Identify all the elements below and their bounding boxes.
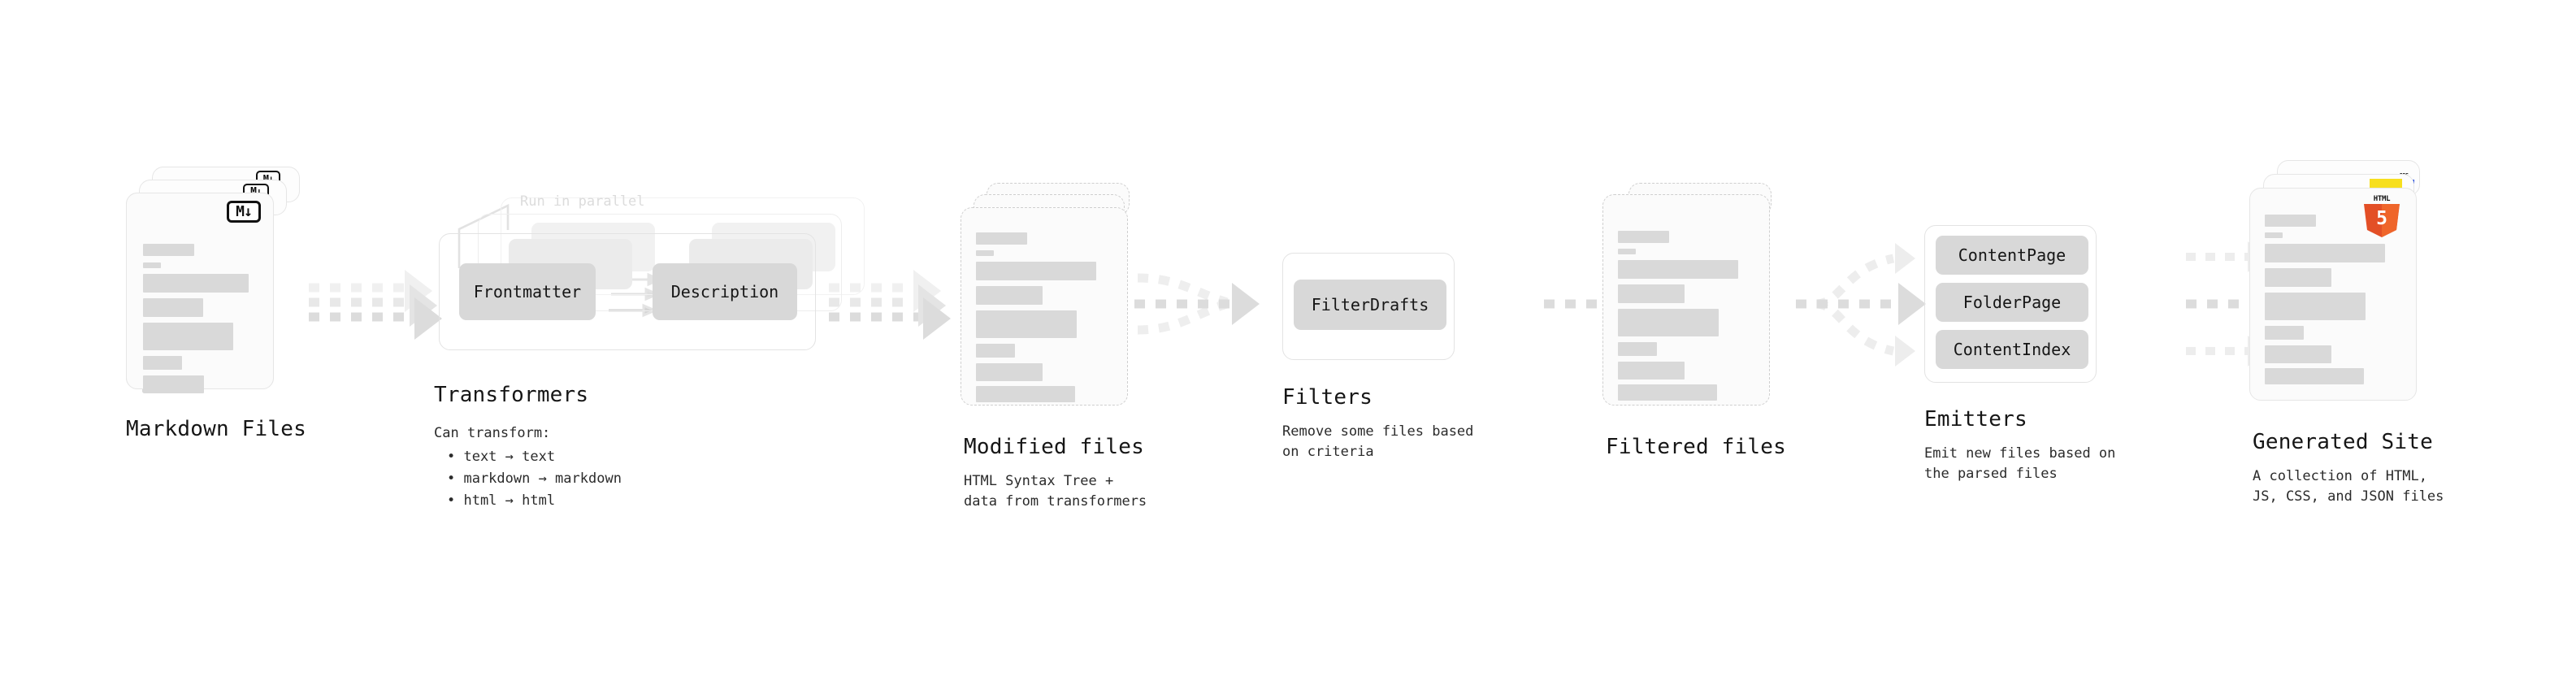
- skeleton-line: [1618, 384, 1717, 401]
- emitter-node-folderpage[interactable]: FolderPage: [1936, 283, 2088, 322]
- skeleton-line: [2265, 326, 2304, 340]
- transformers-bullet-2: • html → html: [447, 492, 556, 509]
- skeleton-line: [976, 262, 1096, 280]
- skeleton-line: [143, 274, 249, 293]
- transformer-node-description[interactable]: Description: [653, 263, 797, 320]
- filter-node-filterdrafts[interactable]: FilterDrafts: [1294, 280, 1446, 330]
- skeleton-line: [2265, 244, 2385, 262]
- arrow-markdown-to-transformers: [309, 270, 442, 340]
- skeleton-line: [1618, 362, 1685, 380]
- transformers-bullet-0: • text → text: [447, 449, 556, 465]
- html5-five: 5: [2376, 208, 2387, 229]
- skeleton-line: [2265, 293, 2366, 320]
- stage-title-markdown-files: Markdown Files: [126, 417, 306, 441]
- transformer-node-frontmatter[interactable]: Frontmatter: [459, 263, 596, 320]
- emitter-node-contentindex[interactable]: ContentIndex: [1936, 330, 2088, 369]
- markdown-badge-icon: M↓: [227, 201, 261, 223]
- stage-title-filters: Filters: [1282, 385, 1373, 410]
- skeleton-line: [143, 244, 194, 256]
- skeleton-line: [976, 363, 1043, 381]
- stage-subtitle-emitters: Emit new files based on the parsed files: [1924, 445, 2116, 482]
- emitter-node-contentpage[interactable]: ContentPage: [1936, 236, 2088, 275]
- skeleton-line: [1618, 249, 1636, 254]
- skeleton-line: [2265, 232, 2283, 238]
- stage-title-emitters: Emitters: [1924, 407, 2027, 432]
- modified-card-front: [961, 207, 1128, 406]
- skeleton-line: [1618, 260, 1738, 279]
- stage-title-generated-site: Generated Site: [2253, 430, 2433, 454]
- filtered-card-front: [1602, 194, 1770, 406]
- skeleton-line: [1618, 284, 1685, 303]
- skeleton-line: [2265, 345, 2331, 363]
- skeleton-line: [2265, 368, 2364, 384]
- html5-badge-icon: HTML 5: [2364, 195, 2400, 237]
- skeleton-line: [1618, 342, 1657, 356]
- stage-subtitle-modified-files: HTML Syntax Tree + data from transformer…: [964, 473, 1147, 510]
- arrow-filtered-to-emitters: [1796, 243, 1926, 367]
- skeleton-line: [143, 298, 203, 317]
- skeleton-line: [976, 286, 1043, 305]
- skeleton-line: [976, 344, 1015, 358]
- skeleton-line: [143, 262, 161, 268]
- skeleton-line: [976, 232, 1027, 245]
- html5-shield: 5: [2364, 204, 2400, 237]
- transformers-bullet-1: • markdown → markdown: [447, 471, 622, 487]
- skeleton-line: [976, 310, 1077, 338]
- skeleton-line: [143, 356, 182, 370]
- stage-subtitle-filters: Remove some files based on criteria: [1282, 423, 1474, 460]
- emitters-box[interactable]: ContentPage FolderPage ContentIndex: [1924, 225, 2097, 383]
- stage-title-modified-files: Modified files: [964, 435, 1144, 459]
- skeleton-line: [2265, 215, 2316, 227]
- skeleton-line: [1618, 309, 1719, 336]
- markdown-front-card: M↓: [126, 193, 274, 393]
- filters-box[interactable]: FilterDrafts: [1282, 253, 1455, 360]
- transformers-box-front[interactable]: Frontmatter Description: [439, 233, 816, 350]
- skeleton-line: [2265, 268, 2331, 287]
- html5-badge-label: HTML: [2373, 195, 2391, 203]
- stage-title-filtered-files: Filtered files: [1606, 435, 1786, 459]
- site-card-front-html: HTML 5: [2249, 188, 2417, 401]
- run-in-parallel-label: Run in parallel: [520, 193, 645, 210]
- skeleton-line: [143, 375, 204, 393]
- stage-title-transformers: Transformers: [434, 383, 589, 407]
- stage-subtitle-generated-site: A collection of HTML, JS, CSS, and JSON …: [2253, 468, 2444, 505]
- skeleton-line: [976, 386, 1075, 402]
- skeleton-line: [976, 250, 994, 256]
- skeleton-line: [143, 323, 233, 350]
- skeleton-line: [1618, 231, 1669, 243]
- transformers-caption-head: Can transform:: [434, 425, 551, 441]
- arrow-modified-to-filters: [1134, 273, 1260, 335]
